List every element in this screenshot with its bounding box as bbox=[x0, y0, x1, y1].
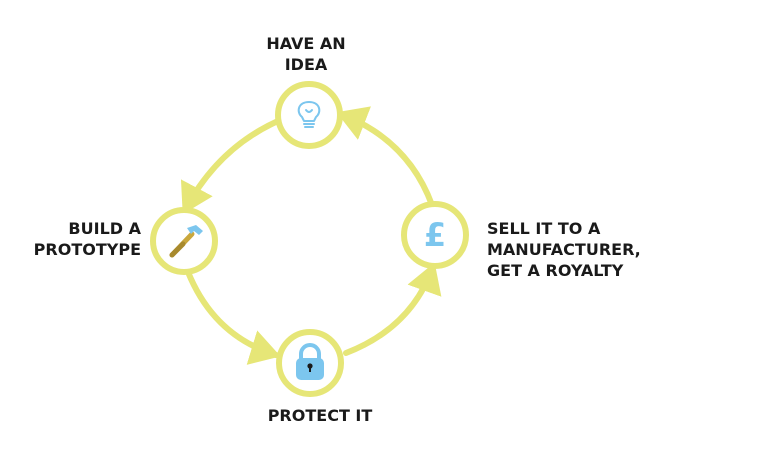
step-label-protect: PROTECT IT bbox=[267, 406, 373, 425]
step-node-sell: £ bbox=[401, 201, 469, 269]
step-node-protect bbox=[276, 329, 344, 397]
step-node-idea bbox=[275, 81, 343, 149]
step-label-build: BUILD A PROTOTYPE bbox=[33, 219, 141, 259]
hammer-icon bbox=[169, 225, 203, 258]
step-label-idea: HAVE AN IDEA bbox=[266, 34, 346, 74]
arrow-build-to-protect bbox=[185, 269, 281, 365]
arrow-idea-to-build bbox=[180, 118, 281, 215]
arrow-sell-to-idea bbox=[336, 106, 435, 208]
step-node-build bbox=[150, 207, 218, 275]
lightbulb-icon bbox=[297, 101, 321, 128]
arrow-protect-to-sell bbox=[343, 262, 442, 356]
pound-sign-icon: £ bbox=[424, 216, 446, 254]
padlock-icon bbox=[296, 343, 324, 380]
step-label-sell: SELL IT TO A MANUFACTURER, GET A ROYALTY bbox=[487, 219, 641, 280]
